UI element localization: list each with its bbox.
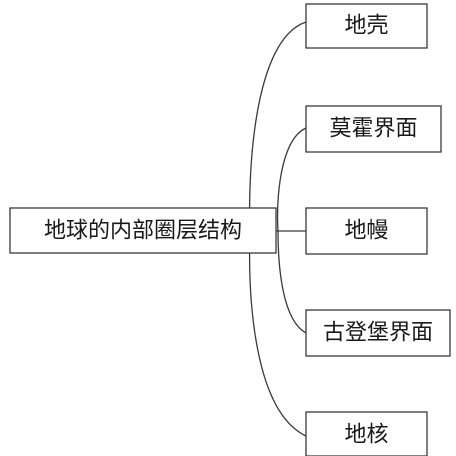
child-node-gutenberg-label: 古登堡界面 [323, 321, 433, 346]
child-node-mantle-box [305, 207, 428, 255]
connector-gutenberg [277, 230, 307, 334]
connector-moho [276, 127, 307, 232]
child-node-moho-label: 莫霍界面 [329, 117, 417, 142]
child-node-crust: 地壳 [305, 3, 428, 49]
connector-core [248, 230, 307, 437]
child-node-mantle: 地幔 [305, 207, 428, 255]
child-node-moho-box [305, 105, 442, 153]
child-node-crust-box [305, 3, 428, 49]
child-node-crust-label: 地壳 [344, 14, 388, 39]
child-node-gutenberg: 古登堡界面 [305, 309, 451, 357]
child-node-core-label: 地核 [344, 423, 388, 448]
root-node-box [9, 207, 277, 254]
child-node-core: 地核 [305, 411, 428, 456]
child-node-core-box [305, 411, 428, 456]
child-node-gutenberg-box [305, 309, 451, 357]
child-node-mantle-label: 地幔 [344, 219, 388, 244]
root-node-label: 地球的内部圈层结构 [44, 219, 242, 244]
root-node: 地球的内部圈层结构 [9, 207, 277, 254]
child-node-moho: 莫霍界面 [305, 105, 442, 153]
